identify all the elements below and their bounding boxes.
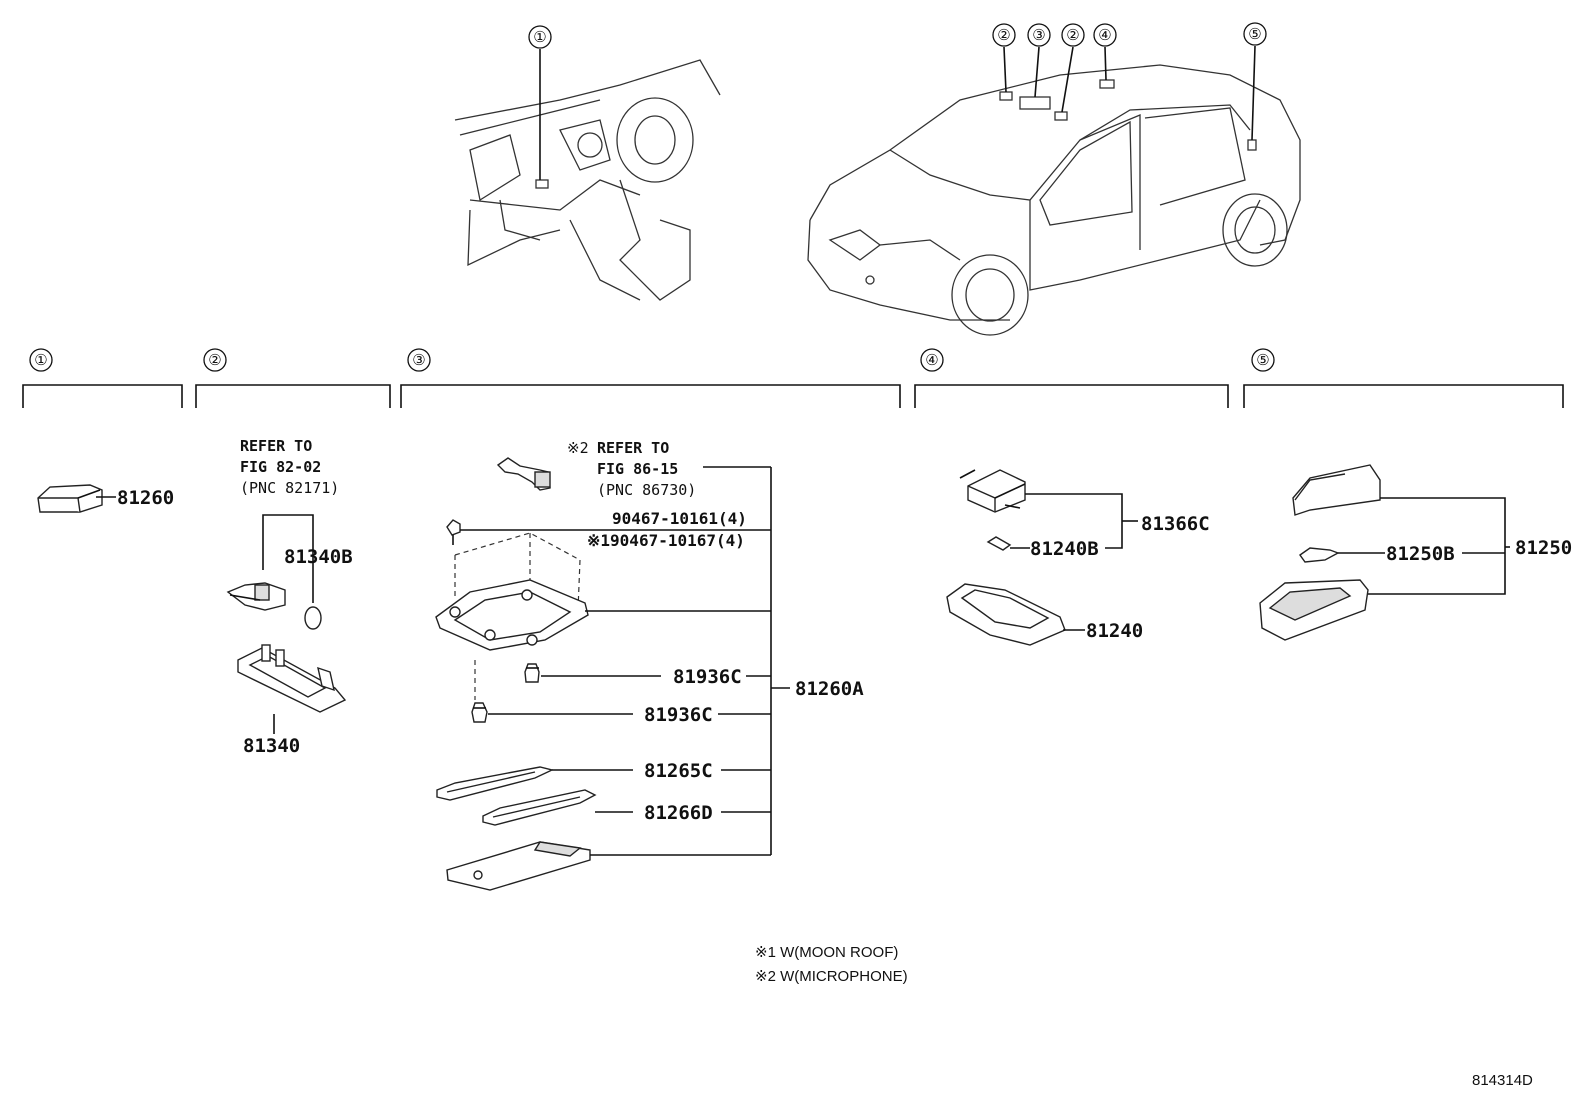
lamp-cover-drawing bbox=[446, 841, 591, 891]
refer-pnc: (PNC 82171) bbox=[240, 479, 339, 497]
callout-4-label: ④ bbox=[1098, 27, 1111, 44]
section-1-number: ① bbox=[34, 352, 47, 369]
callout-1-label: ① bbox=[533, 29, 546, 46]
car-exterior-drawing bbox=[807, 64, 1301, 336]
section-3: ※2 REFER TO FIG 86-15 (PNC 86730) 90467-… bbox=[435, 439, 864, 891]
part-number-90467-10167[interactable]: ※190467-10167(4) bbox=[587, 531, 745, 550]
section-5-number: ⑤ bbox=[1256, 352, 1269, 369]
refer-fig-link-3[interactable]: FIG 86-15 bbox=[597, 460, 678, 478]
lamp-81250-drawing bbox=[1259, 579, 1369, 641]
section-1: 81260 bbox=[37, 484, 174, 513]
part-number-90467-10161[interactable]: 90467-10161(4) bbox=[612, 509, 747, 528]
callout-5-label: ⑤ bbox=[1248, 26, 1261, 43]
refer-to-label-3: REFER TO bbox=[597, 439, 669, 457]
part-number-81340[interactable]: 81340 bbox=[243, 735, 300, 757]
section-5: 81250 81250B bbox=[1259, 464, 1572, 641]
bulb-81936c-b-drawing bbox=[471, 702, 488, 723]
lens-81266d-drawing bbox=[482, 789, 597, 826]
part-number-81936c-a[interactable]: 81936C bbox=[673, 666, 742, 688]
callout-3-label: ③ bbox=[1032, 27, 1045, 44]
room-lamp-housing-drawing bbox=[435, 579, 589, 651]
part-number-81366c[interactable]: 81366C bbox=[1141, 513, 1210, 535]
screw-drawing bbox=[446, 519, 461, 545]
section-headers: ① ② ③ ④ ⑤ bbox=[22, 348, 1564, 408]
section-2-number: ② bbox=[208, 352, 221, 369]
socket-connector-drawing bbox=[226, 582, 286, 611]
bulb-81240b-drawing bbox=[986, 536, 1012, 551]
footnote-microphone: ※2 W(MICROPHONE) bbox=[755, 968, 908, 985]
section-4-number: ④ bbox=[925, 352, 938, 369]
lamp-81340-drawing bbox=[237, 644, 347, 713]
part-number-81340b[interactable]: 81340B bbox=[284, 546, 353, 568]
part-number-81260[interactable]: 81260 bbox=[117, 487, 174, 509]
refer-pnc-3: (PNC 86730) bbox=[597, 481, 696, 499]
part-number-81260a[interactable]: 81260A bbox=[795, 678, 864, 700]
callouts-car: ② ③ ② ④ ⑤ bbox=[992, 22, 1267, 141]
map-lamp-assy-drawing bbox=[959, 469, 1026, 513]
footnote-moon-roof: ※1 W(MOON ROOF) bbox=[755, 944, 898, 961]
part-number-81266d[interactable]: 81266D bbox=[644, 802, 713, 824]
section-2: REFER TO FIG 82-02 (PNC 82171) 81340B 81… bbox=[226, 437, 353, 757]
callout-2a-label: ② bbox=[997, 27, 1010, 44]
part-number-81240b[interactable]: 81240B bbox=[1030, 538, 1099, 560]
interior-dashboard-drawing bbox=[454, 59, 721, 301]
part-number-81265c[interactable]: 81265C bbox=[644, 760, 713, 782]
lamp-81240-drawing bbox=[946, 583, 1066, 646]
lens-cover-81250-drawing bbox=[1292, 464, 1381, 516]
refer-fig-link[interactable]: FIG 82-02 bbox=[240, 458, 321, 476]
callout-1-interior: ① bbox=[528, 25, 552, 180]
note-mark-2: ※2 bbox=[567, 439, 589, 457]
bulb-81936c-a-drawing bbox=[524, 663, 540, 683]
section-4: 81366C 81240B 81240 bbox=[946, 469, 1210, 646]
callout-2b-label: ② bbox=[1066, 27, 1079, 44]
lens-81265c-drawing bbox=[436, 766, 555, 801]
part-81260-drawing bbox=[37, 484, 103, 513]
footnotes: ※1 W(MOON ROOF) ※2 W(MICROPHONE) bbox=[755, 944, 908, 985]
part-number-81250[interactable]: 81250 bbox=[1515, 537, 1572, 559]
part-number-81240[interactable]: 81240 bbox=[1086, 620, 1143, 642]
section-3-number: ③ bbox=[412, 352, 425, 369]
part-number-81936c-b[interactable]: 81936C bbox=[644, 704, 713, 726]
bulb-81340b-drawing bbox=[304, 606, 322, 630]
figure-id: 814314D bbox=[1472, 1072, 1533, 1089]
refer-to-label: REFER TO bbox=[240, 437, 312, 455]
microphone-connector-drawing bbox=[496, 457, 551, 491]
part-number-81250b[interactable]: 81250B bbox=[1386, 543, 1455, 565]
assembly-dashed-outline bbox=[454, 532, 581, 700]
bulb-81250b-drawing bbox=[1299, 547, 1340, 563]
